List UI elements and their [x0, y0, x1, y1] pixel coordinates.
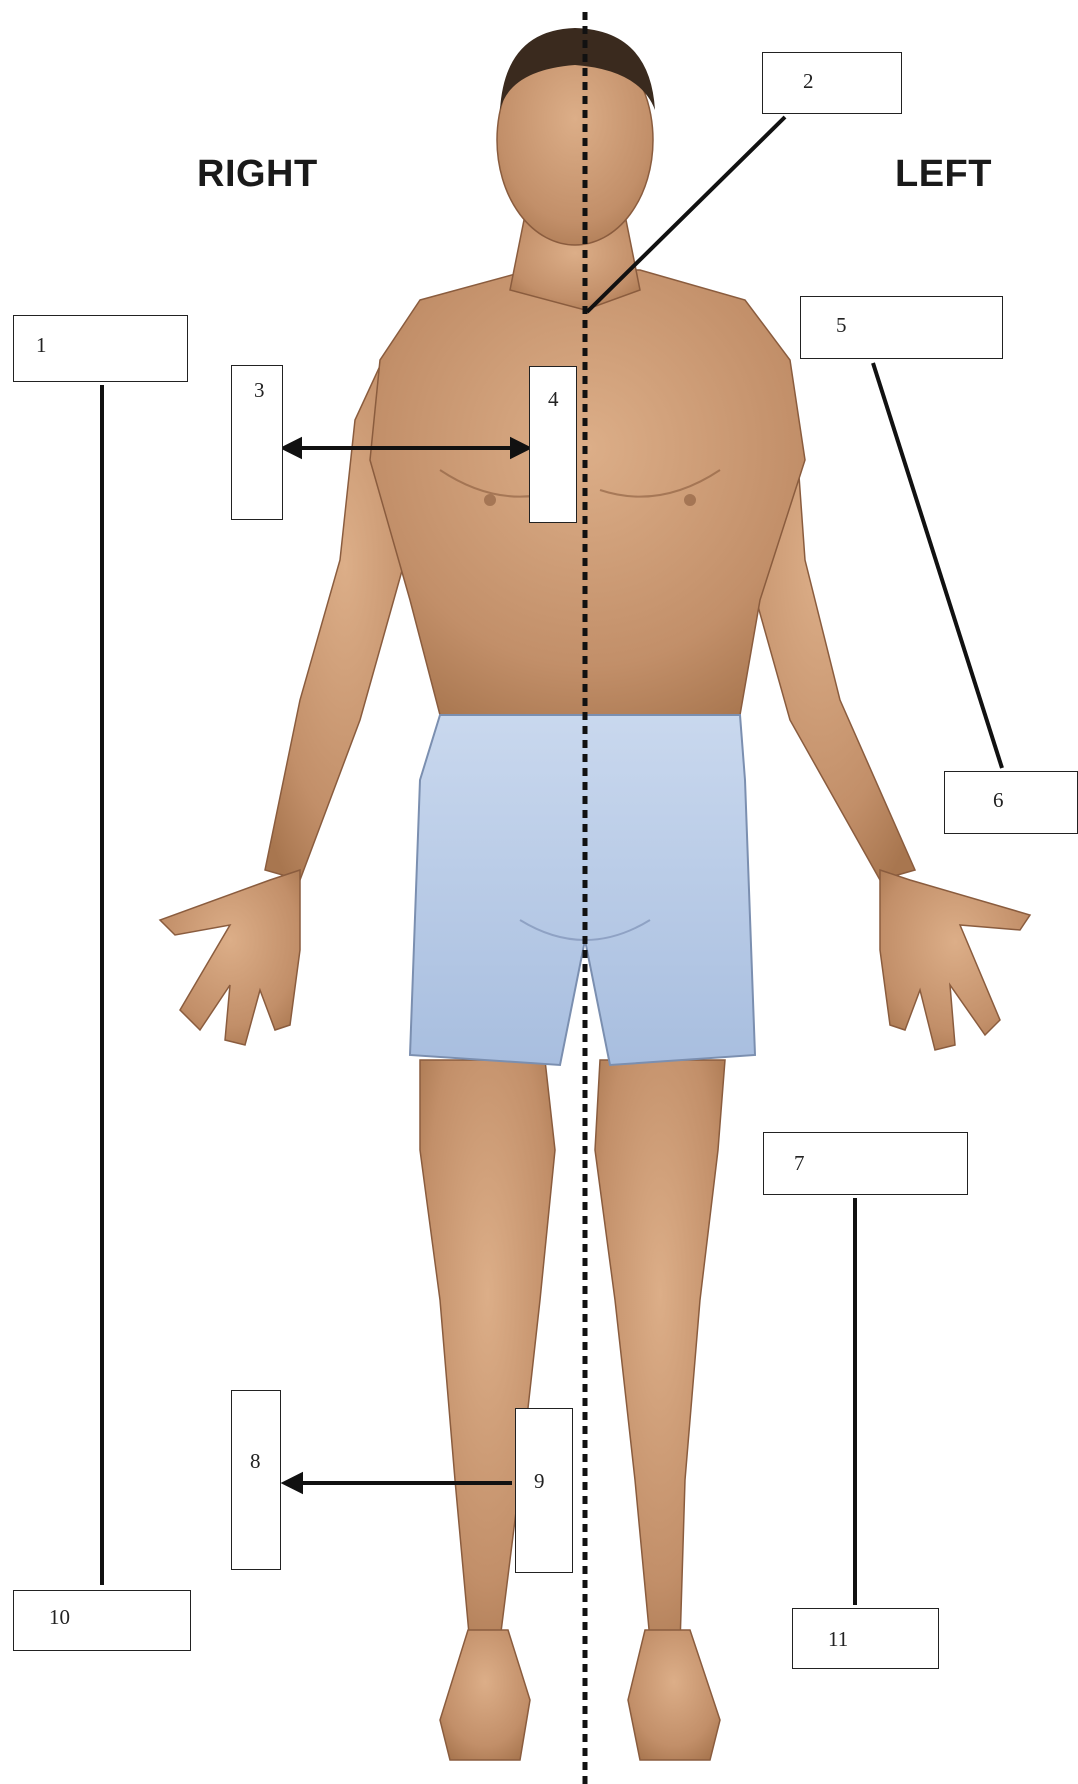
label-box-2-number: 2: [803, 69, 814, 94]
label-box-9-number: 9: [534, 1469, 545, 1494]
label-box-8[interactable]: 8: [231, 1390, 281, 1570]
label-box-1-number: 1: [36, 333, 47, 358]
arrow-3-left: [284, 440, 300, 456]
label-box-3[interactable]: 3: [231, 365, 283, 520]
right-side-label: RIGHT: [197, 153, 318, 196]
left-hand: [880, 870, 1030, 1050]
arrow-8-left: [285, 1475, 301, 1491]
label-box-11[interactable]: 11: [792, 1608, 939, 1669]
left-foot: [628, 1630, 720, 1760]
label-box-10[interactable]: 10: [13, 1590, 191, 1651]
label-box-4[interactable]: 4: [529, 366, 577, 523]
label-box-6[interactable]: 6: [944, 771, 1078, 834]
right-hand: [160, 870, 300, 1045]
label-box-7-number: 7: [794, 1151, 805, 1176]
label-box-9[interactable]: 9: [515, 1408, 573, 1573]
label-box-2[interactable]: 2: [762, 52, 902, 114]
left-leg: [595, 1060, 725, 1645]
leader-line-5-6: [873, 363, 1002, 768]
label-box-8-number: 8: [250, 1449, 261, 1474]
left-side-label: LEFT: [895, 153, 992, 196]
right-foot: [440, 1630, 530, 1760]
label-box-4-number: 4: [548, 387, 559, 412]
label-box-1[interactable]: 1: [13, 315, 188, 382]
label-box-5[interactable]: 5: [800, 296, 1003, 359]
label-box-3-number: 3: [254, 378, 265, 403]
label-box-7[interactable]: 7: [763, 1132, 968, 1195]
label-box-11-number: 11: [828, 1627, 848, 1652]
label-box-5-number: 5: [836, 313, 847, 338]
label-box-6-number: 6: [993, 788, 1004, 813]
label-box-10-number: 10: [49, 1605, 70, 1630]
